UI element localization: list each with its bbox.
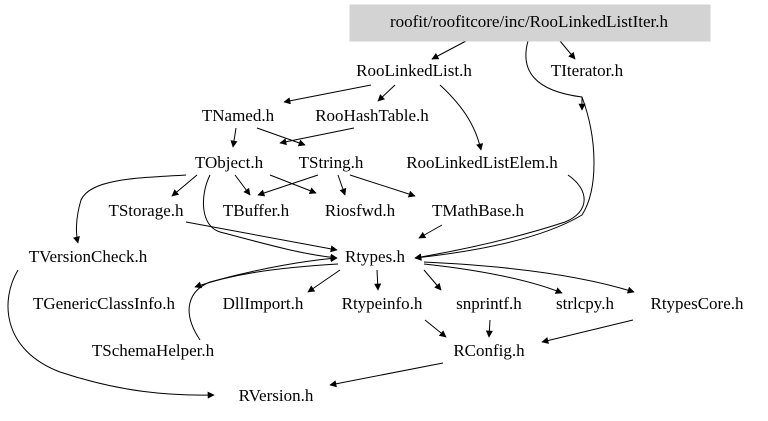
edge-roolinkedlistelem-to-rtypes	[414, 174, 585, 261]
node-label: RConfig.h	[453, 341, 525, 360]
edge-rtypes-to-dllimport	[307, 269, 341, 293]
node-label: TMathBase.h	[432, 201, 525, 220]
node-label: TSchemaHelper.h	[92, 341, 215, 360]
edge-rtypes-to-tgenericclassinfo	[194, 263, 339, 289]
edge-tmathbase-to-rtypes	[418, 224, 443, 239]
edge-rtypeinfo-to-rconfig	[424, 319, 447, 338]
node-tobject[interactable]: TObject.h	[195, 153, 264, 172]
edge-rtypes-to-snprintf	[423, 269, 442, 291]
node-strlcpy[interactable]: strlcpy.h	[556, 294, 614, 313]
node-dllimport[interactable]: DllImport.h	[223, 294, 304, 313]
edge-roolinkedlist-to-tnamed	[283, 84, 372, 105]
node-label: TGenericClassInfo.h	[33, 294, 176, 313]
node-label: TString.h	[299, 153, 364, 172]
node-label: strlcpy.h	[556, 294, 614, 313]
edge-tobject-to-tstorage	[171, 174, 198, 197]
edge-tschemahelper-to-rtypes	[188, 254, 338, 341]
node-label: TBuffer.h	[223, 201, 290, 220]
node-rtypeinfo[interactable]: Rtypeinfo.h	[342, 294, 423, 313]
edge-tobject-to-riosfwd	[269, 174, 317, 194]
node-label: TStorage.h	[108, 201, 184, 220]
node-label: RVersion.h	[239, 386, 314, 405]
node-label: DllImport.h	[223, 294, 304, 313]
node-tstorage[interactable]: TStorage.h	[108, 201, 184, 220]
node-label: snprintf.h	[456, 294, 522, 313]
node-label: RtypesCore.h	[650, 294, 744, 313]
node-roohashtable[interactable]: RooHashTable.h	[315, 106, 429, 125]
node-tnamed[interactable]: TNamed.h	[202, 106, 275, 125]
node-tstring[interactable]: TString.h	[299, 153, 364, 172]
edge-tnamed-to-tstring	[256, 127, 306, 147]
edge-root-to-rtypes	[414, 40, 595, 261]
node-roolinkedlistelem[interactable]: RooLinkedListElem.h	[406, 153, 558, 172]
edge-tstring-to-riosfwd	[337, 174, 347, 196]
edge-tobject-to-tbuffer	[234, 174, 251, 196]
node-label: RooHashTable.h	[315, 106, 429, 125]
node-label: Riosfwd.h	[325, 201, 396, 220]
node-label: TNamed.h	[202, 106, 275, 125]
edge-rtypes-to-rtypescore	[423, 261, 635, 294]
edge-rtypescore-to-rconfig	[541, 319, 634, 344]
node-rversion[interactable]: RVersion.h	[239, 386, 314, 405]
node-label: RooLinkedListElem.h	[406, 153, 558, 172]
node-label: Rtypes.h	[345, 247, 405, 266]
edge-roohashtable-to-tstring	[279, 127, 355, 146]
node-titerator[interactable]: TIterator.h	[551, 61, 624, 80]
node-label: TVersionCheck.h	[29, 247, 148, 266]
root-node-box	[349, 4, 711, 42]
edge-root-to-roolinkedlist	[431, 40, 467, 60]
node-label: TObject.h	[195, 153, 264, 172]
node-label: roofit/roofitcore/inc/RooLinkedListIter.…	[390, 12, 669, 31]
edge-root-to-titerator	[559, 40, 576, 60]
edge-tversioncheck-to-rversion	[7, 269, 215, 399]
node-rconfig[interactable]: RConfig.h	[453, 341, 525, 360]
node-roolinkedlist[interactable]: RooLinkedList.h	[356, 61, 472, 80]
node-tschemahelper[interactable]: TSchemaHelper.h	[92, 341, 215, 360]
node-tversioncheck[interactable]: TVersionCheck.h	[29, 247, 148, 266]
edge-roolinkedlist-to-roohashtable	[377, 84, 396, 102]
edge-tstring-to-tmathbase	[349, 174, 416, 198]
edge-tnamed-to-tobject	[230, 127, 238, 148]
edge-roolinkedlist-to-roolinkedlistelem	[439, 84, 484, 151]
node-tgenericclassinfo[interactable]: TGenericClassInfo.h	[33, 294, 176, 313]
node-tbuffer[interactable]: TBuffer.h	[223, 201, 290, 220]
edge-tobject-to-rtypes	[202, 174, 338, 261]
edge-snprintf-to-rconfig	[485, 319, 493, 338]
node-label: Rtypeinfo.h	[342, 294, 423, 313]
edge-tstorage-to-rtypes	[185, 221, 338, 253]
edge-rtypes-to-rtypeinfo	[374, 269, 382, 291]
edge-rconfig-to-rversion	[329, 362, 444, 388]
edge-tstring-to-tbuffer	[257, 174, 319, 197]
node-rtypescore[interactable]: RtypesCore.h	[650, 294, 744, 313]
edge-rtypes-to-strlcpy	[423, 263, 563, 294]
edge-tobject-to-tversioncheck	[73, 174, 187, 244]
node-rtypes[interactable]: Rtypes.h	[345, 247, 405, 266]
node-label: RooLinkedList.h	[356, 61, 472, 80]
node-label: TIterator.h	[551, 61, 624, 80]
node-riosfwd[interactable]: Riosfwd.h	[325, 201, 396, 220]
node-snprintf[interactable]: snprintf.h	[456, 294, 522, 313]
root-node[interactable]: roofit/roofitcore/inc/RooLinkedListIter.…	[349, 4, 711, 42]
node-tmathbase[interactable]: TMathBase.h	[432, 201, 525, 220]
